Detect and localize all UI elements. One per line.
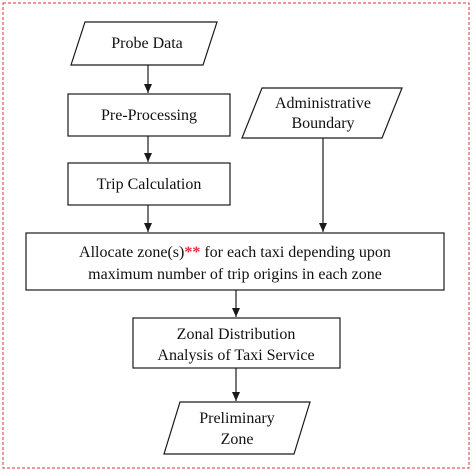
node-zonal-distribution-line2: Analysis of Taxi Service bbox=[157, 347, 314, 364]
double-asterisk-marker: ** bbox=[184, 244, 200, 261]
node-zonal-distribution: Zonal Distribution Analysis of Taxi Serv… bbox=[132, 317, 341, 369]
node-trip-calculation: Trip Calculation bbox=[67, 162, 231, 206]
node-trip-calculation-label: Trip Calculation bbox=[97, 176, 202, 193]
node-administrative-boundary: Administrative Boundary bbox=[241, 87, 403, 139]
node-allocate-zones: Allocate zone(s)** for each taxi dependi… bbox=[25, 232, 445, 291]
node-allocate-zones-line2: maximum number of trip origins in each z… bbox=[88, 266, 382, 283]
node-allocate-zones-line1: Allocate zone(s)** for each taxi dependi… bbox=[79, 244, 391, 261]
node-administrative-boundary-line1: Administrative bbox=[275, 95, 371, 112]
node-allocate-zones-line1-prefix: Allocate zone(s) bbox=[79, 244, 184, 261]
node-pre-processing: Pre-Processing bbox=[67, 93, 231, 137]
node-probe-data-label: Probe Data bbox=[111, 35, 183, 52]
node-probe-data: Probe Data bbox=[70, 21, 218, 66]
node-pre-processing-label: Pre-Processing bbox=[101, 107, 197, 124]
node-administrative-boundary-line2: Boundary bbox=[291, 115, 354, 132]
node-zonal-distribution-line1: Zonal Distribution bbox=[177, 326, 296, 343]
node-preliminary-zone-line2: Zone bbox=[221, 431, 254, 448]
node-preliminary-zone-line1: Preliminary bbox=[199, 410, 275, 427]
node-preliminary-zone: Preliminary Zone bbox=[163, 401, 311, 455]
node-allocate-zones-line1-suffix: for each taxi depending upon bbox=[200, 244, 391, 261]
